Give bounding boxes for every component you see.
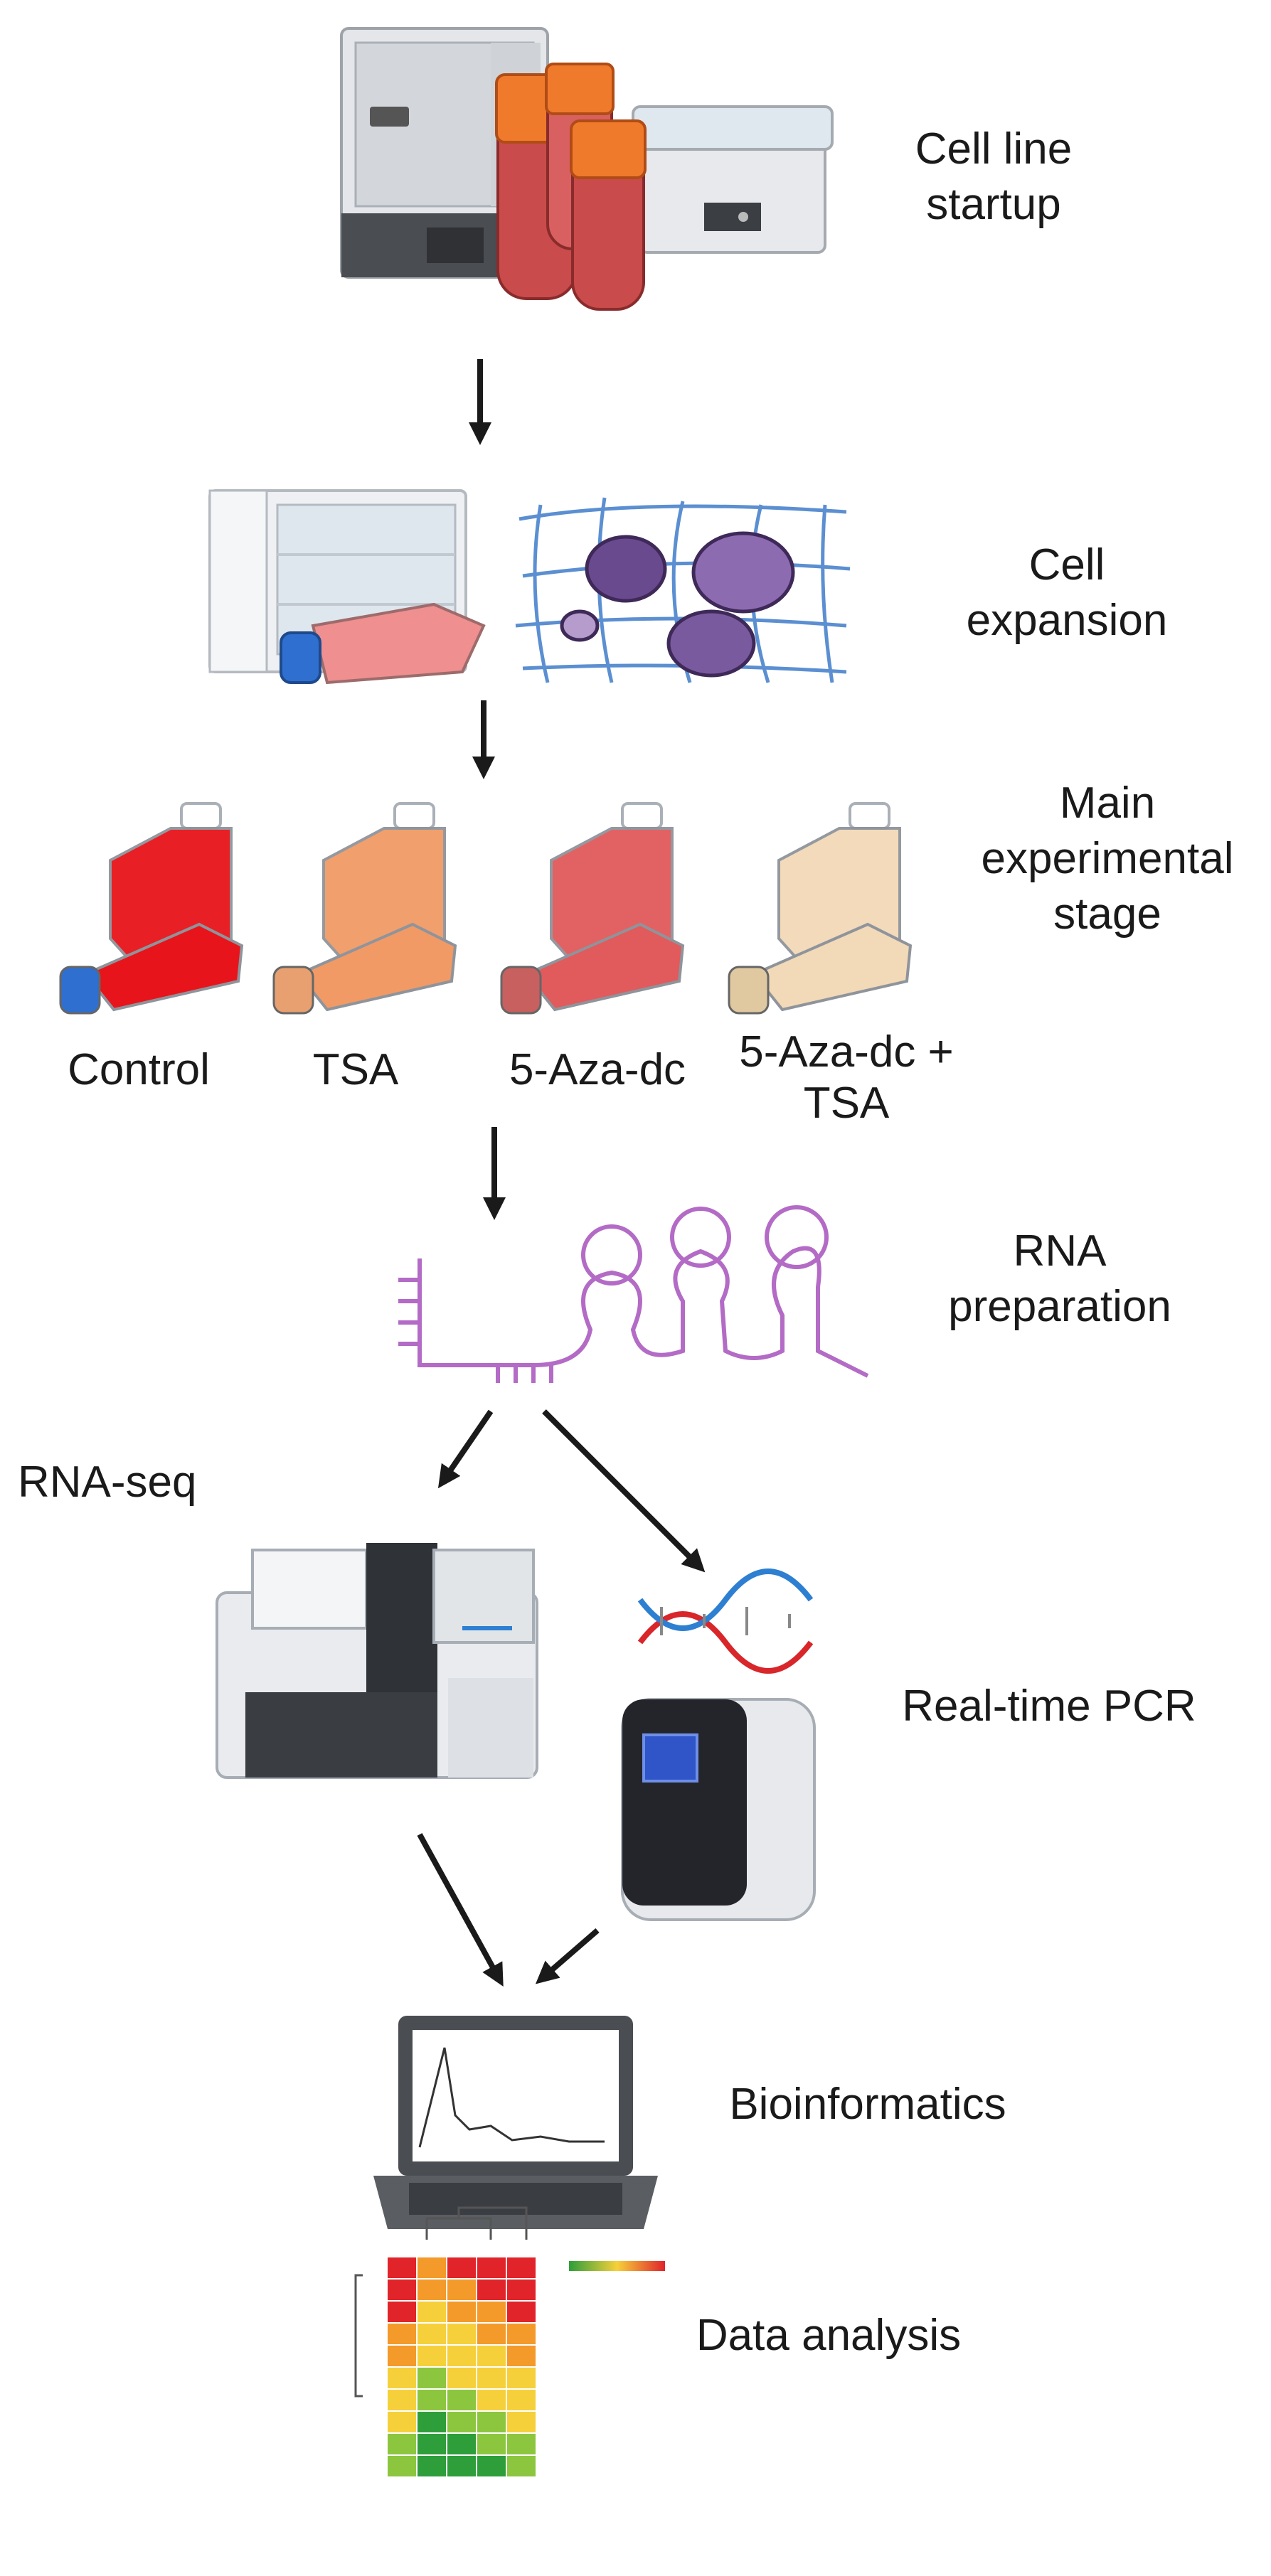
heatmap-cell xyxy=(418,2280,446,2300)
heatmap-cell xyxy=(388,2412,416,2432)
step-label-data-analysis: Data analysis xyxy=(696,2311,961,2360)
heatmap-cell xyxy=(477,2280,506,2300)
culture-tube-icon xyxy=(495,63,647,311)
arrow-5a xyxy=(417,1833,504,1987)
heatmap-cell xyxy=(388,2280,416,2300)
heatmap-cell xyxy=(507,2324,536,2344)
heatmap-cell xyxy=(447,2324,476,2344)
flask-2-icon xyxy=(272,802,457,1015)
heatmap-cell xyxy=(507,2456,536,2476)
step-label-rna-seq: RNA-seq xyxy=(18,1458,197,1507)
heatmap-cell xyxy=(418,2324,446,2344)
heatmap-cell xyxy=(477,2302,506,2322)
heatmap-cell xyxy=(447,2456,476,2476)
heatmap-cell xyxy=(477,2368,506,2388)
heatmap-cell xyxy=(477,2456,506,2476)
treatment-label-3: 5-Aza-dc xyxy=(509,1045,686,1094)
flask-1-icon xyxy=(59,802,244,1015)
heatmap-cell xyxy=(418,2346,446,2366)
flask-3-icon xyxy=(500,802,685,1015)
treatment-label-2: TSA xyxy=(313,1045,399,1094)
arrow-4b xyxy=(542,1409,706,1573)
heatmap-cell xyxy=(507,2368,536,2388)
heatmap-cell xyxy=(447,2346,476,2366)
heatmap-cell xyxy=(507,2412,536,2432)
laptop-icon xyxy=(373,2016,658,2229)
heatmap-cell xyxy=(477,2346,506,2366)
heatmap-cell xyxy=(507,2302,536,2322)
heatmap-cell xyxy=(507,2280,536,2300)
heatmap-icon xyxy=(354,2206,665,2476)
heatmap-cell xyxy=(507,2257,536,2278)
heatmap-cell xyxy=(418,2257,446,2278)
heatmap-cell xyxy=(447,2434,476,2454)
culture-flask-icon xyxy=(280,602,486,685)
heatmap-cell xyxy=(507,2346,536,2366)
heatmap-cell xyxy=(477,2257,506,2278)
heatmap-cell xyxy=(388,2324,416,2344)
heatmap-cell xyxy=(418,2368,446,2388)
heatmap-cell xyxy=(447,2390,476,2410)
heatmap-cell xyxy=(447,2257,476,2278)
heatmap-cell xyxy=(388,2456,416,2476)
heatmap-cell xyxy=(418,2412,446,2432)
arrow-5b xyxy=(535,1928,600,1984)
heatmap-cell xyxy=(418,2302,446,2322)
cell-scaffold-icon xyxy=(515,497,851,683)
treatment-label-4: 5-Aza-dc +TSA xyxy=(739,1027,954,1128)
heatmap-cell xyxy=(388,2302,416,2322)
heatmap-cell xyxy=(447,2302,476,2322)
heatmap-cell xyxy=(477,2324,506,2344)
water-bath-icon xyxy=(632,105,834,254)
heatmap-cell xyxy=(388,2434,416,2454)
heatmap-cell xyxy=(388,2257,416,2278)
heatmap-cell xyxy=(418,2434,446,2454)
step-label-bioinformatics: Bioinformatics xyxy=(729,2080,1006,2129)
heatmap-cell xyxy=(447,2412,476,2432)
heatmap-cell xyxy=(447,2280,476,2300)
heatmap-cell xyxy=(388,2368,416,2388)
treatment-label-1: Control xyxy=(68,1045,210,1094)
heatmap-cell xyxy=(418,2390,446,2410)
flask-4-icon xyxy=(728,802,913,1015)
heatmap-cell xyxy=(388,2390,416,2410)
heatmap-cell xyxy=(477,2390,506,2410)
heatmap-cell xyxy=(477,2412,506,2432)
step-label-real-time-pcr: Real-time PCR xyxy=(902,1682,1196,1731)
arrow-4a xyxy=(437,1409,494,1489)
dna-helix-icon xyxy=(637,1568,814,1674)
sequencer-icon xyxy=(216,1543,538,1779)
heatmap-cell xyxy=(507,2390,536,2410)
heatmap-cell xyxy=(418,2456,446,2476)
rna-strand-icon xyxy=(398,1205,869,1383)
pcr-machine-icon xyxy=(621,1698,816,1921)
heatmap-cell xyxy=(477,2434,506,2454)
heatmap-cell xyxy=(447,2368,476,2388)
heatmap-cell xyxy=(388,2346,416,2366)
heatmap-cell xyxy=(507,2434,536,2454)
